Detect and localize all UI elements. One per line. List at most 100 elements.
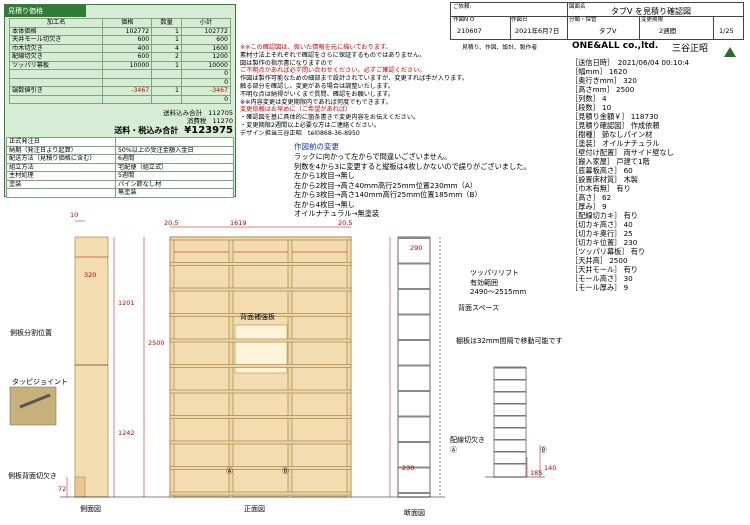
spec-line: ［切カキ位置］ 230 [571,238,638,247]
estimate-cell: 天井モール切欠き [8,35,104,45]
side-back-cut [74,476,86,498]
change-note-title: 作図前の変更 [294,142,339,151]
spec-line: ［切カキ高さ］ 40 [571,220,633,229]
section-mark-b: Ⓑ [540,446,547,454]
notice-line: 不明な点は納得がいくまで質問、確認をお願いします。 [240,90,395,98]
estimate-cell [102,69,153,79]
estimate-header-cell: 小計 [180,18,232,28]
order-info-table: 正式発注日納期（発注日より起算）50%以上の受注金額入金日配送方法（見積り価格に… [6,137,234,198]
dim-width: 1619 [230,219,247,227]
dim-lower-height: 1242 [118,429,135,437]
spec-line: ［壁付け配置］ 両サイド壁なし [571,148,674,157]
info-row: 配送方法（見積り価格に含む）6週間 [6,154,234,164]
date-value: 2021年6月7日 [515,27,560,35]
detail-shelf [494,367,526,369]
detail-shelf [494,403,526,405]
estimate-cell: 600 [180,35,232,45]
dim-base: 72 [58,485,66,493]
spec-line: ［見積り金額￥］ 118730 [571,112,659,121]
info-row: 正式発注日 [6,137,234,147]
change-note-line: ラックに向かって左からで間違いございません。 [294,152,452,161]
estimate-cell: 配線切欠き [8,52,104,62]
label-shelf-move: 棚板は32mm間隔で移動可能です [456,336,563,345]
estimate-cell: 400 [102,43,153,53]
detail-shelf [494,427,526,429]
label-tension-range: 有効範囲 [470,278,498,287]
estimate-cell: 端数値引き [8,86,104,96]
notice-line: ※※内容変更は変更期限内であれば何度でもできます。 [240,98,392,106]
estimate-cell: 本体価格 [8,26,104,36]
tap-joint-photo [9,386,57,426]
info-cell: 配送方法（見積り価格に含む） [6,154,116,164]
spec-line: ［高さmm］ 2500 [571,85,635,94]
estimate-cell: 2 [151,52,182,62]
section-shelf [398,237,430,239]
notice-line: 図は製作の指示書になりますので [240,59,333,67]
notice-line: ご不明点があれば必ず問い合わせください。必ずご確認ください。 [240,67,426,75]
estimate-row: 0 [8,69,232,79]
info-cell: 50%以上の受注金額入金日 [115,145,234,155]
spec-line: ［設置床材質］ 木製 [571,175,638,184]
section-frame [397,236,431,498]
notice-line: デザイン担当三谷正昭 tel0868-36-8950 [240,129,360,137]
spec-line: ［底幕板高さ］ 60 [571,166,633,175]
mark-b: Ⓑ [282,467,289,475]
front-shelf [169,440,352,445]
notice-line: 変更依頼はお早めに（ご希望があれば） [240,106,352,114]
tax-value: 11270 [212,117,233,125]
info-row: 無塗装 [6,188,234,198]
subtotal-value: 112705 [208,109,233,117]
info-cell: 6週間 [115,154,234,164]
label-tap-joint: タッピジョイント [12,377,68,386]
company-logo-icon [724,42,736,57]
estimate-cell: 10000 [180,60,232,70]
info-row: 納期（発注日より起算）50%以上の受注金額入金日 [6,145,234,155]
estimate-row: 0 [8,77,232,87]
estimate-cell: 600 [102,52,153,62]
label-wire-cut: 配線切欠き [450,435,485,444]
drawing-canvas: 10 320 1201 1242 2500 72 1619 20.5 20.5 … [8,211,563,517]
front-shelf [169,338,352,343]
dim-left-edge: 20.5 [164,219,178,227]
estimate-cell: 1 [151,35,182,45]
roles-text: 見積り、作図、設計、製作者 [462,45,538,51]
detail-shelf [494,391,526,393]
info-cell: パイン節なし材 [115,179,234,189]
section-shelf [398,441,430,443]
estimate-cell: 1600 [180,43,232,53]
detail-shelf [494,439,526,441]
label-tension-lift: ツッパリリフト [470,269,519,277]
section-shelf [398,262,430,265]
estimate-cell: -3467 [180,86,232,96]
estimate-cell [8,94,104,104]
estimate-cell [8,77,104,87]
dim-total-height: 2500 [148,339,165,347]
estimate-cell: 102772 [180,26,232,36]
front-view [160,226,390,498]
info-cell: 組立方法 [6,162,116,172]
spec-line: ［天井モール］ 有り [571,265,638,274]
change-note: 作図前の変更 ラックに向かって左からで間違いございません。列数を4から3に変更す… [294,142,569,220]
estimate-header-cell: 加工名 [8,18,104,28]
label-back-board: 背面補強板 [240,312,275,321]
dim-section-depth: 290 [410,244,422,252]
front-shelf [169,491,352,496]
section-shelf [398,313,430,316]
detail-view [485,366,545,478]
change-note-line: 列数を4から3に変更すると縦板は4枚しかないので誤りがございました。 [294,161,531,171]
estimate-row: 0 [8,94,232,104]
notice-line: ・変更期限2週間以上必要な方はご連絡ください。 [240,121,381,129]
estimate-cell: 1200 [180,52,232,62]
drawing-label: 図面名 [569,4,586,10]
subtotal-label: 送料込み合計 [163,109,203,117]
category-label: 分類・保管 [569,17,597,23]
detail-shelf [494,415,526,417]
estimate-cell [151,69,182,79]
estimate-cell: 0 [180,94,232,104]
